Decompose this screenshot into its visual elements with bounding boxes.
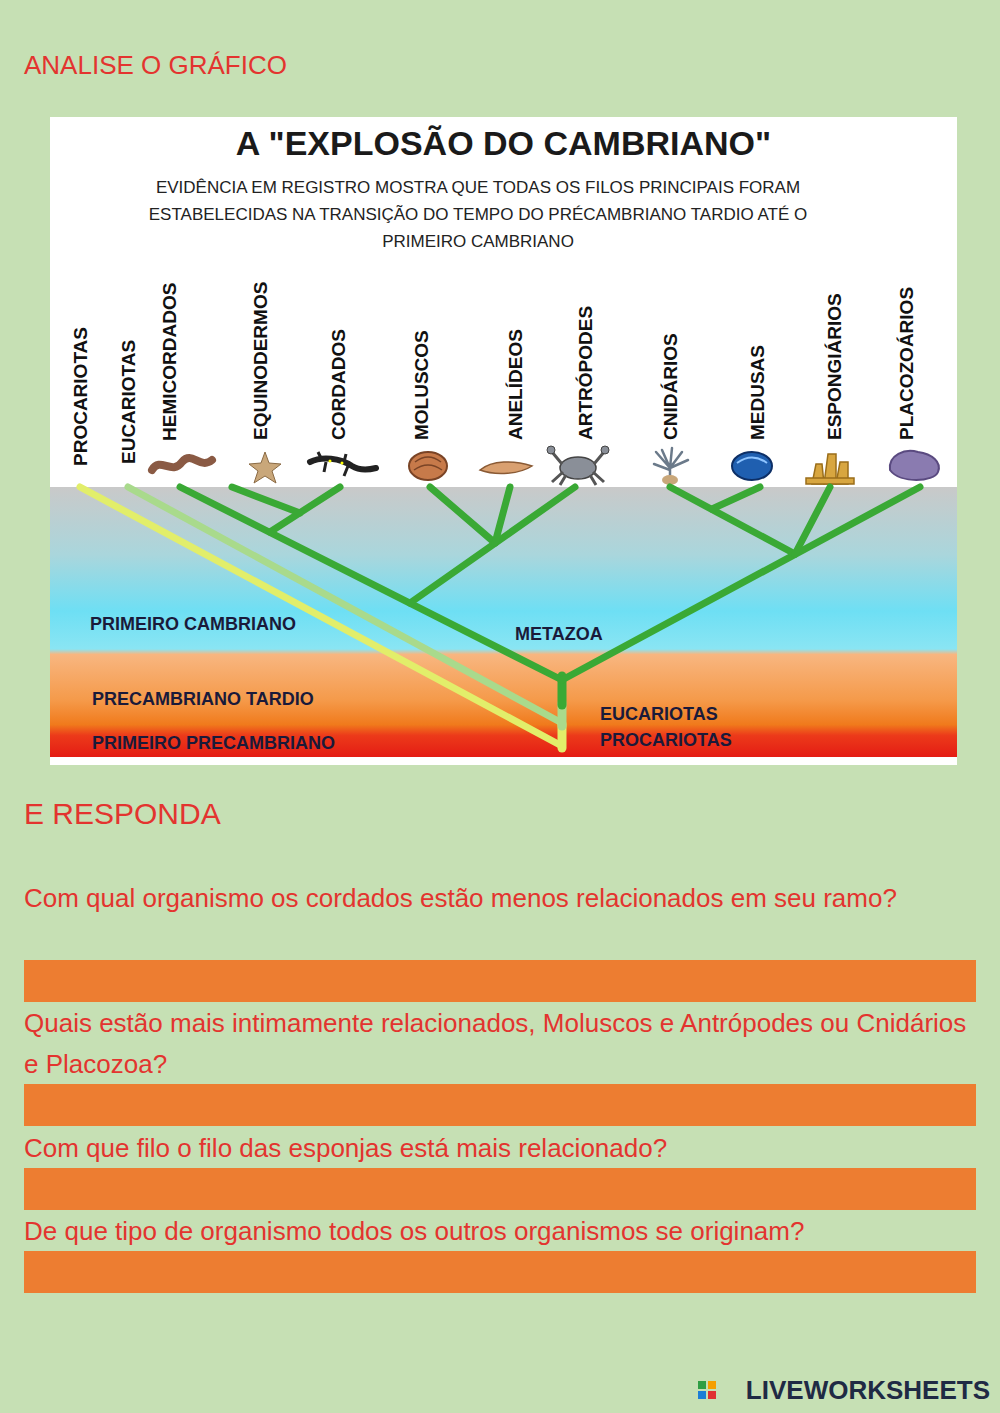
taxon-label: CNIDÁRIOS bbox=[661, 333, 680, 440]
taxon-label: EQUINODERMOS bbox=[251, 282, 270, 440]
taxon-label: ANELÍDEOS bbox=[506, 329, 525, 440]
question-text: Com que filo o filo das esponjas está ma… bbox=[24, 1128, 979, 1169]
era-label: PRIMEIRO CAMBRIANO bbox=[90, 614, 296, 636]
question-text: Quais estão mais intimamente relacionado… bbox=[24, 1003, 979, 1085]
chart-subtitle: EVIDÊNCIA EM REGISTRO MOSTRA QUE TODAS O… bbox=[128, 174, 828, 255]
tree-branch bbox=[495, 487, 510, 543]
annelid-icon bbox=[480, 462, 532, 474]
jellyfish-icon bbox=[732, 452, 772, 480]
instruction-heading: E RESPONDA bbox=[24, 796, 221, 832]
worm-icon bbox=[152, 458, 212, 470]
tree-branch bbox=[562, 487, 920, 680]
era-bands bbox=[50, 487, 957, 757]
watermark: LIVEWORKSHEETS bbox=[746, 1375, 990, 1406]
tree-branch bbox=[795, 487, 830, 554]
taxon-label: EUCARIOTAS bbox=[119, 340, 138, 464]
tree-branch bbox=[270, 487, 340, 532]
question-text: De que tipo de organismo todos os outros… bbox=[24, 1211, 979, 1252]
tree-branch bbox=[410, 487, 575, 603]
taxon-label: ESPONGIÁRIOS bbox=[825, 293, 844, 440]
clade-label: PROCARIOTAS bbox=[600, 730, 732, 752]
taxon-label: PLACOZOÁRIOS bbox=[897, 287, 916, 440]
clade-label: EUCARIOTAS bbox=[600, 704, 718, 726]
taxon-label: ARTRÓPODES bbox=[576, 306, 595, 440]
tree-branch bbox=[180, 487, 562, 680]
tree-branch bbox=[232, 487, 300, 513]
phylogenetic-tree bbox=[80, 487, 920, 748]
chart-title: A "EXPLOSÃO DO CAMBRIANO" bbox=[100, 124, 907, 163]
answer-bar bbox=[24, 1084, 976, 1126]
logo-mark bbox=[698, 1381, 716, 1399]
answer-bar bbox=[24, 1251, 976, 1293]
instruction-heading: ANALISE O GRÁFICO bbox=[24, 50, 287, 81]
answer-bar bbox=[24, 960, 976, 1002]
tree-branch bbox=[128, 487, 560, 722]
salamander-icon bbox=[310, 452, 376, 476]
tree-branch bbox=[712, 487, 760, 509]
sponge-icon bbox=[806, 454, 854, 484]
era-label: PRIMEIRO PRECAMBRIANO bbox=[92, 733, 335, 755]
cnidarian-icon bbox=[654, 448, 688, 485]
question-text: Com qual organismo os cordados estão men… bbox=[24, 878, 979, 919]
tree-branch bbox=[430, 487, 495, 543]
taxon-label: MOLUSCOS bbox=[412, 330, 431, 440]
taxon-label: PROCARIOTAS bbox=[71, 327, 90, 466]
starfish-icon bbox=[249, 452, 281, 483]
era-label: PRECAMBRIANO TARDIO bbox=[92, 689, 314, 711]
clade-label: METAZOA bbox=[515, 624, 603, 646]
tree-branch bbox=[670, 487, 795, 554]
answer-bar bbox=[24, 1168, 976, 1210]
taxon-label: MEDUSAS bbox=[748, 345, 767, 440]
tree-branch bbox=[80, 487, 560, 745]
organism-icons bbox=[152, 446, 939, 485]
crab-icon bbox=[547, 446, 609, 485]
shell-icon bbox=[409, 452, 447, 480]
placozoan-icon bbox=[890, 451, 939, 480]
taxon-label: CORDADOS bbox=[329, 329, 348, 440]
taxon-label: HEMICORDADOS bbox=[160, 283, 179, 441]
image-panel bbox=[50, 117, 957, 765]
